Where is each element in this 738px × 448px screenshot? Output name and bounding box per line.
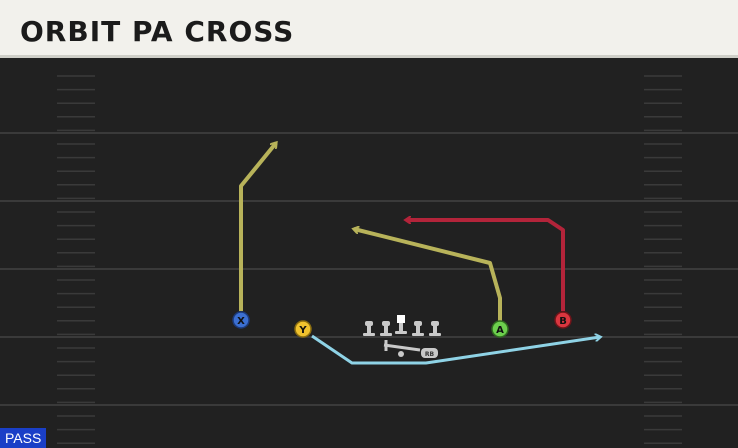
play-title-bar: ORBIT PA CROSS: [0, 0, 738, 58]
a-route: [354, 229, 502, 321]
play-diagram: RB X Y A B: [0, 75, 738, 444]
a-button-icon: [491, 320, 509, 338]
receiver-a[interactable]: A: [491, 320, 509, 338]
left-hash-marks: [57, 75, 95, 444]
receiver-y[interactable]: Y: [294, 320, 312, 338]
x-route: [239, 143, 276, 311]
b-button-icon: [554, 311, 572, 329]
offensive-line: [363, 315, 441, 336]
yard-lines: [0, 132, 738, 406]
lineman-icon: [380, 321, 392, 336]
center-icon: [395, 315, 407, 334]
y-label: Y: [298, 325, 307, 336]
qb-marker: [398, 351, 404, 357]
b-label: B: [559, 316, 567, 327]
play-field: RB X Y A B: [0, 58, 738, 448]
x-button-icon: [232, 311, 250, 329]
rb-label: RB: [425, 351, 435, 358]
right-hash-marks: [644, 75, 682, 444]
qb-play-action: [383, 340, 421, 357]
play-type-badge: PASS: [0, 428, 47, 448]
play-title: ORBIT PA CROSS: [20, 15, 295, 48]
y-button-icon: [294, 320, 312, 338]
rb-marker: RB: [421, 348, 438, 358]
receiver-x[interactable]: X: [232, 311, 250, 329]
y-route: [311, 336, 600, 365]
b-route: [406, 220, 565, 311]
lineman-icon: [429, 321, 441, 336]
lineman-icon: [412, 321, 424, 336]
a-label: A: [496, 325, 504, 336]
lineman-icon: [363, 321, 375, 336]
x-label: X: [237, 316, 245, 327]
receiver-b[interactable]: B: [554, 311, 572, 329]
